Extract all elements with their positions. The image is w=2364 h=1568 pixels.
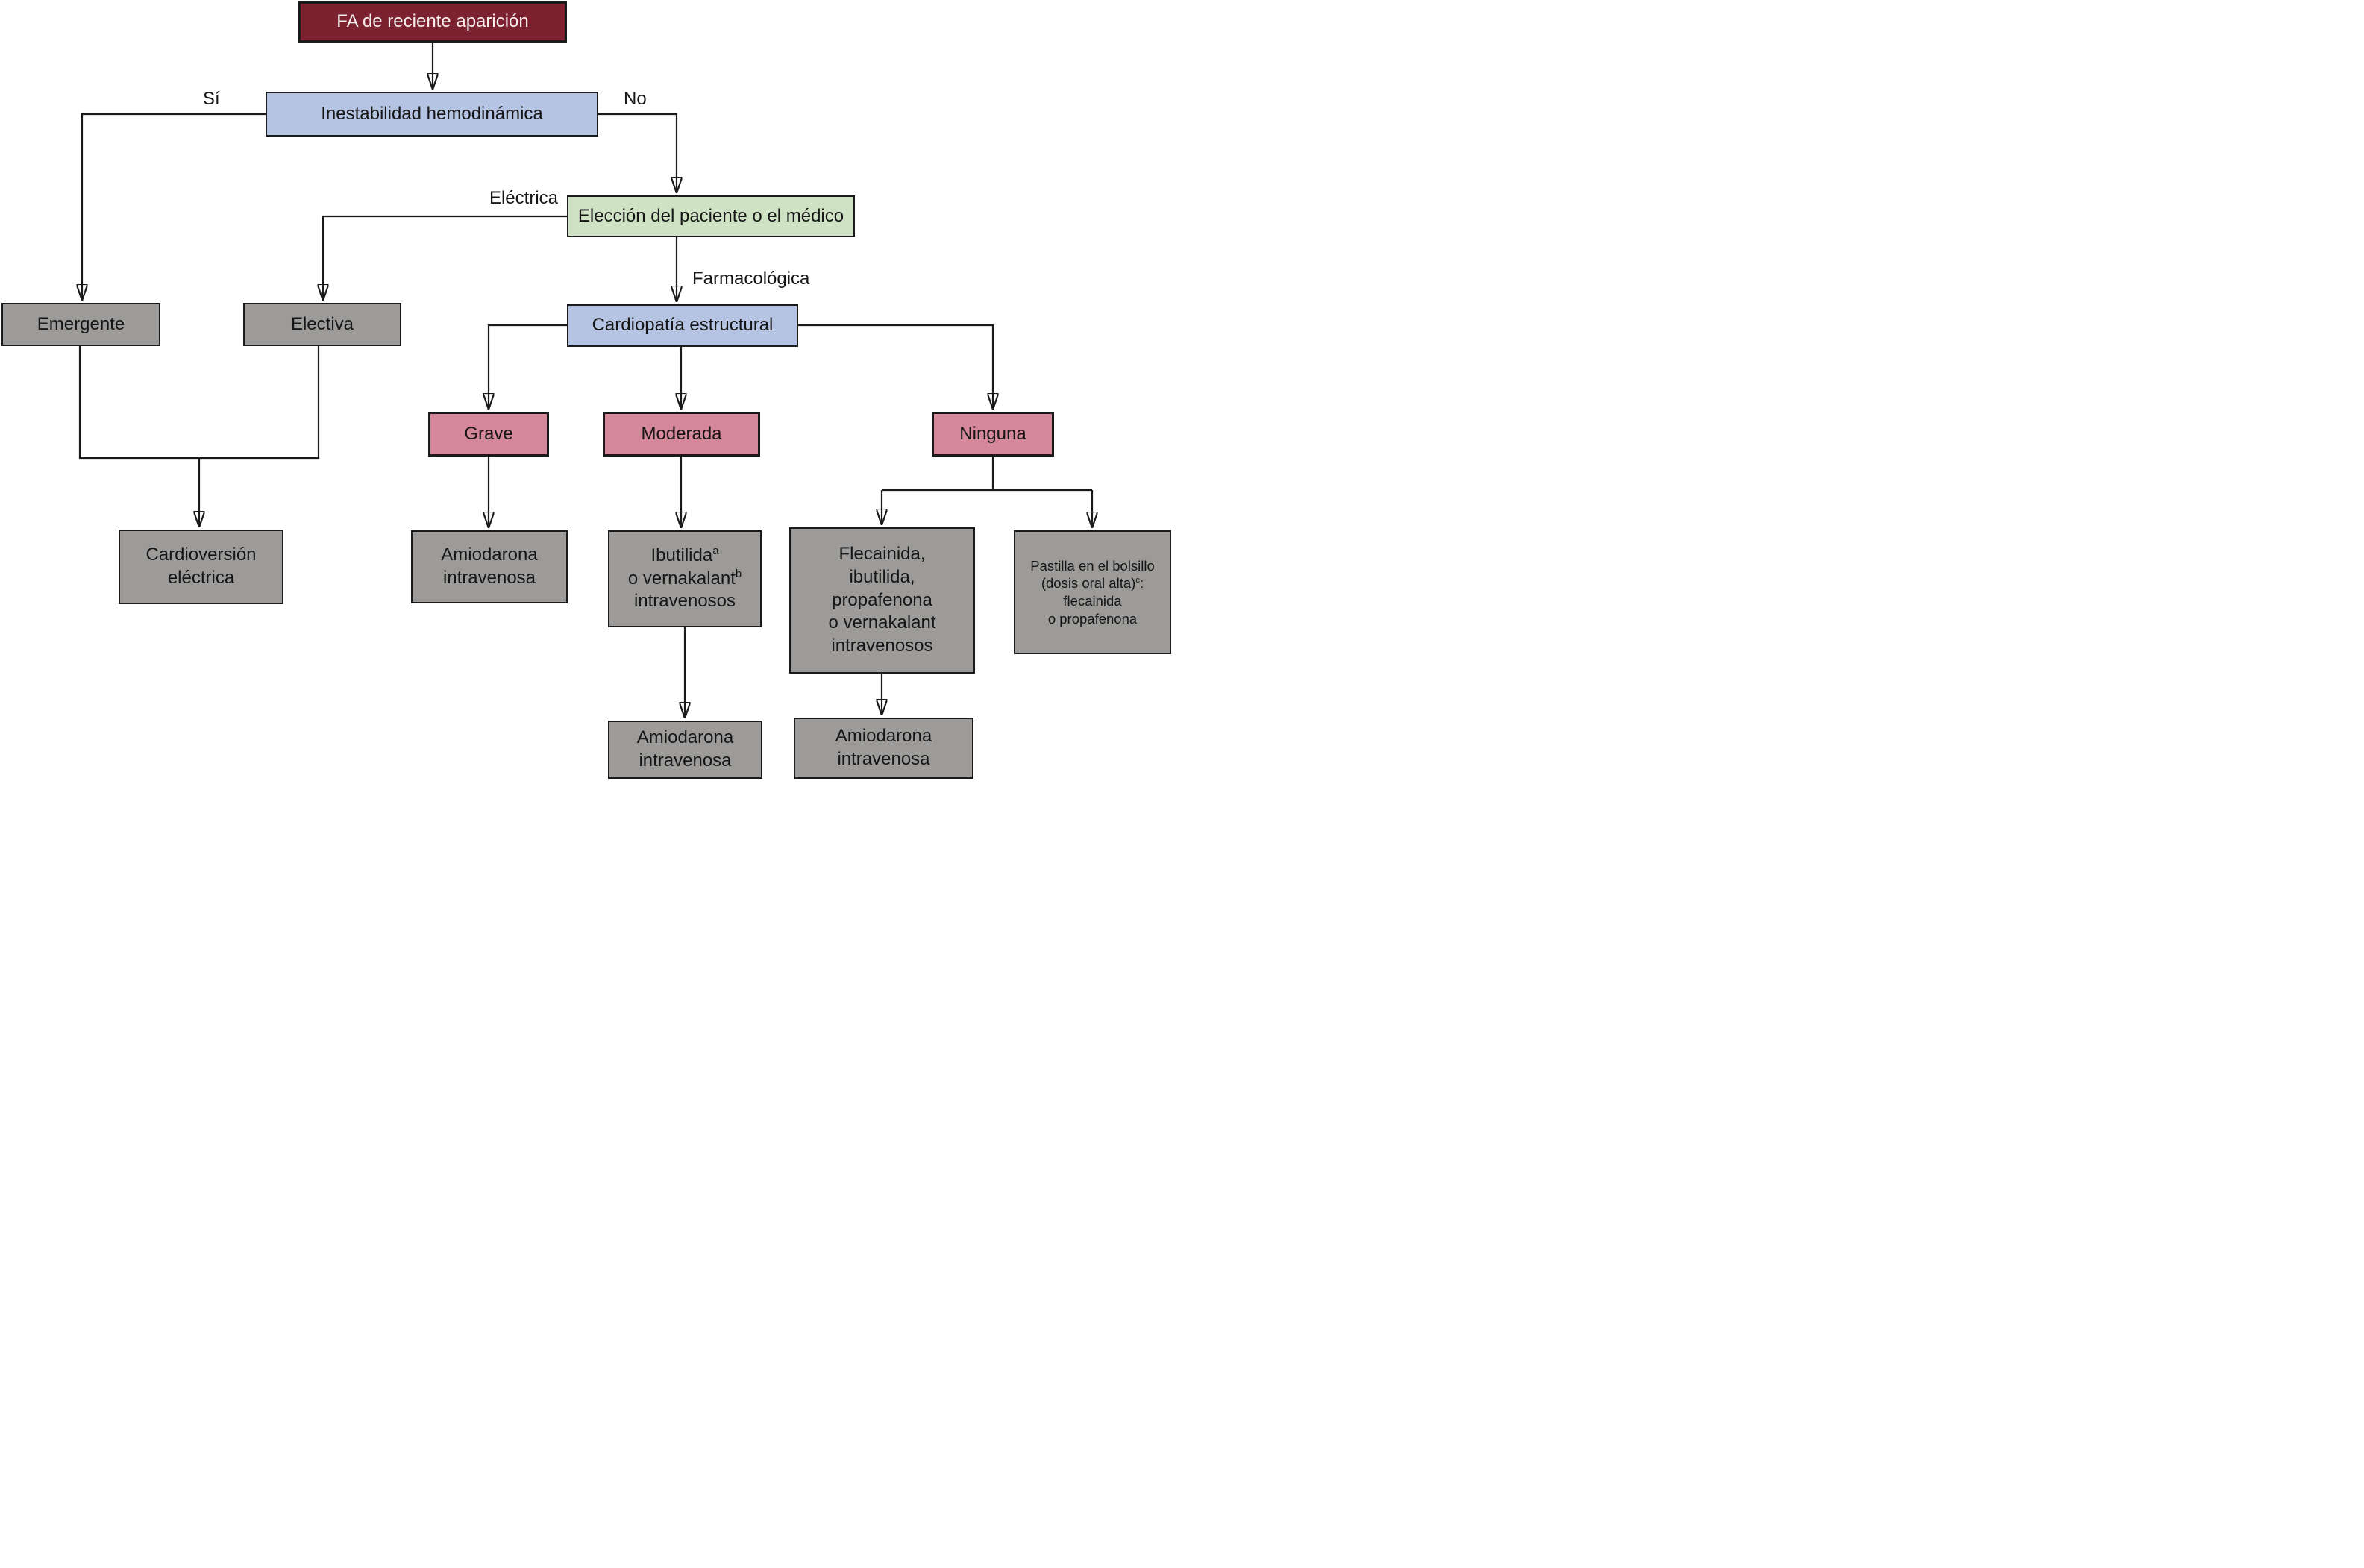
node-label: Inestabilidad hemodinámica — [321, 103, 543, 124]
edge-label-si: Sí — [203, 89, 220, 109]
node-ibutilida-vernakalant: Ibutilidaa o vernakalantb intravenosos — [608, 530, 762, 627]
node-label-line: intravenosa — [837, 749, 930, 769]
connector-si-to-emergente — [82, 113, 266, 299]
node-label-line: o propafenona — [1047, 610, 1138, 627]
node-label: FA de reciente aparición — [336, 11, 529, 32]
node-label: Elección del paciente o el médico — [577, 205, 844, 226]
node-moderada: Moderada — [603, 412, 760, 457]
node-electiva: Electiva — [243, 303, 401, 346]
node-label-line: Flecainida, — [838, 544, 926, 565]
edge-label-farmacologica: Farmacológica — [692, 269, 810, 289]
node-label: Cardiopatía estructural — [592, 315, 774, 336]
footnote-marker-b: b — [735, 568, 742, 580]
connector-cardiopatia-to-ninguna — [798, 324, 993, 408]
connector-no-to-eleccion — [598, 113, 677, 192]
footnote-marker-c: c — [1135, 576, 1141, 586]
node-label-line: Amiodarona — [636, 727, 734, 748]
node-fa-reciente-aparicion: FA de reciente aparición — [298, 1, 567, 43]
node-grave: Grave — [428, 412, 549, 457]
node-label-line: o vernakalant — [828, 612, 936, 633]
node-label-line: ibutilida, — [849, 566, 915, 587]
footnote-marker-a: a — [712, 545, 719, 557]
node-label: Emergente — [37, 313, 125, 334]
drug-name: o vernakalant — [627, 568, 736, 589]
node-label-line: Amiodarona — [441, 545, 538, 565]
node-emergente: Emergente — [1, 303, 160, 346]
node-label-line: Ibutilidaa — [650, 545, 718, 568]
node-label: Grave — [464, 423, 513, 444]
connector-layer — [0, 43, 1182, 784]
edge-label-electrica: Eléctrica — [489, 188, 558, 208]
node-label: Ninguna — [959, 423, 1026, 444]
node-ninguna: Ninguna — [932, 412, 1054, 457]
node-cardiopatia-estructural: Cardiopatía estructural — [567, 304, 798, 347]
node-eleccion-paciente-medico: Elección del paciente o el médico — [567, 195, 855, 237]
edge-label-no: No — [624, 89, 647, 109]
node-flecainida-ibutilida-propafenona-vernakalant: Flecainida, ibutilida, propafenona o ver… — [789, 527, 975, 674]
node-amiodarona-intravenosa-moderada: Amiodarona intravenosa — [608, 721, 762, 779]
drug-name: Ibutilida — [650, 545, 713, 565]
connector-electrica-to-electiva — [323, 215, 567, 299]
colon: : — [1140, 575, 1144, 592]
node-label: Moderada — [641, 423, 722, 444]
connector-merge-emergente-electiva — [78, 346, 320, 460]
node-pastilla-en-el-bolsillo: Pastilla en el bolsillo (dosis oral alta… — [1014, 530, 1171, 654]
node-label-line: propafenona — [832, 589, 932, 610]
connector-cardiopatia-to-grave — [489, 324, 567, 408]
node-label-line: intravenosos — [831, 636, 933, 656]
node-label-line: flecainida — [1063, 593, 1122, 609]
node-amiodarona-intravenosa-grave: Amiodarona intravenosa — [411, 530, 568, 603]
flowchart-fa-reciente-aparicion: FA de reciente aparición Sí No Inestabil… — [0, 0, 1182, 784]
node-amiodarona-intravenosa-ninguna: Amiodarona intravenosa — [794, 718, 973, 779]
node-label-line: eléctrica — [167, 568, 235, 588]
node-label: Electiva — [290, 313, 354, 334]
node-label-line: intravenosa — [442, 568, 536, 588]
node-label-line: intravenosos — [633, 591, 736, 612]
node-cardioversion-electrica: Cardioversión eléctrica — [119, 530, 283, 604]
node-inestabilidad-hemodinamica: Inestabilidad hemodinámica — [266, 92, 598, 137]
node-label-line: Amiodarona — [835, 726, 932, 747]
node-label-line: Cardioversión — [145, 545, 257, 565]
node-label-line: intravenosa — [639, 750, 732, 771]
node-label-line: o vernakalantb — [628, 568, 742, 591]
node-label-line: Pastilla en el bolsillo — [1030, 557, 1155, 574]
node-label-line: (dosis oral alta)c: — [1041, 574, 1144, 592]
dose-note: (dosis oral alta) — [1041, 575, 1136, 592]
